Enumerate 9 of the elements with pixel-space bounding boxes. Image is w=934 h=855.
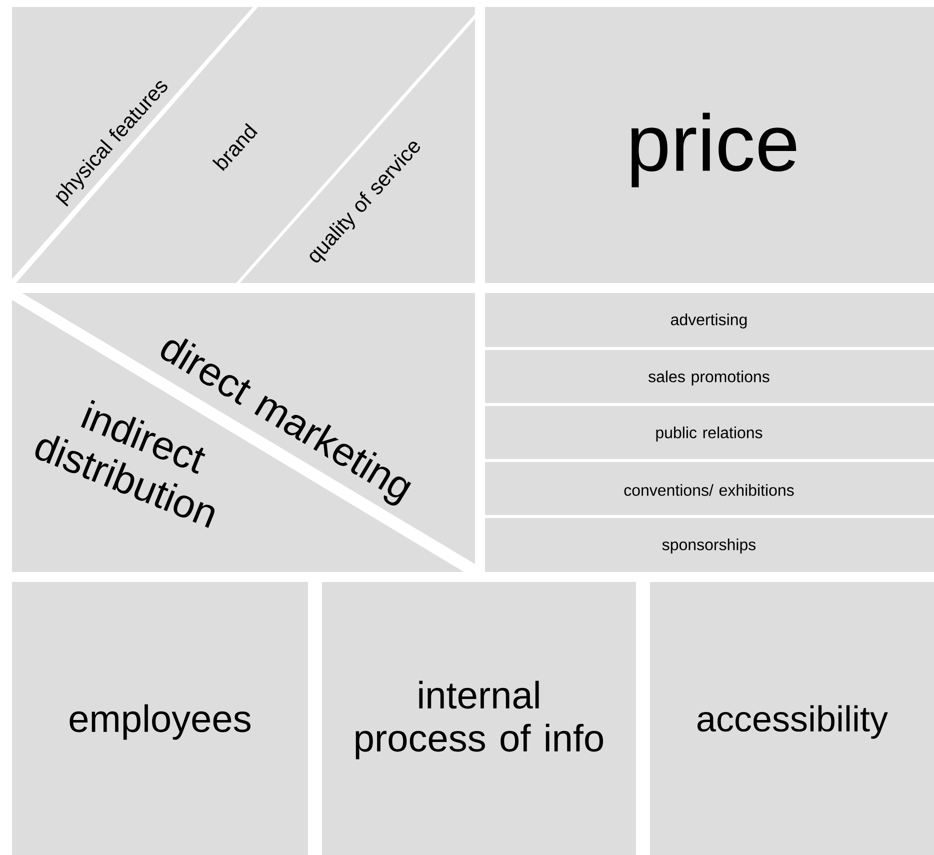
- list-row: advertising: [485, 293, 934, 347]
- list-row: public relations: [485, 406, 934, 459]
- list-row: sponsorships: [485, 518, 934, 572]
- panel: internal process of info: [322, 582, 636, 855]
- panel: employees: [12, 582, 308, 855]
- list-row: conventions/ exhibitions: [485, 462, 934, 515]
- panel: price: [485, 7, 934, 283]
- panel: accessibility: [650, 582, 934, 855]
- list-row: sales promotions: [485, 350, 934, 403]
